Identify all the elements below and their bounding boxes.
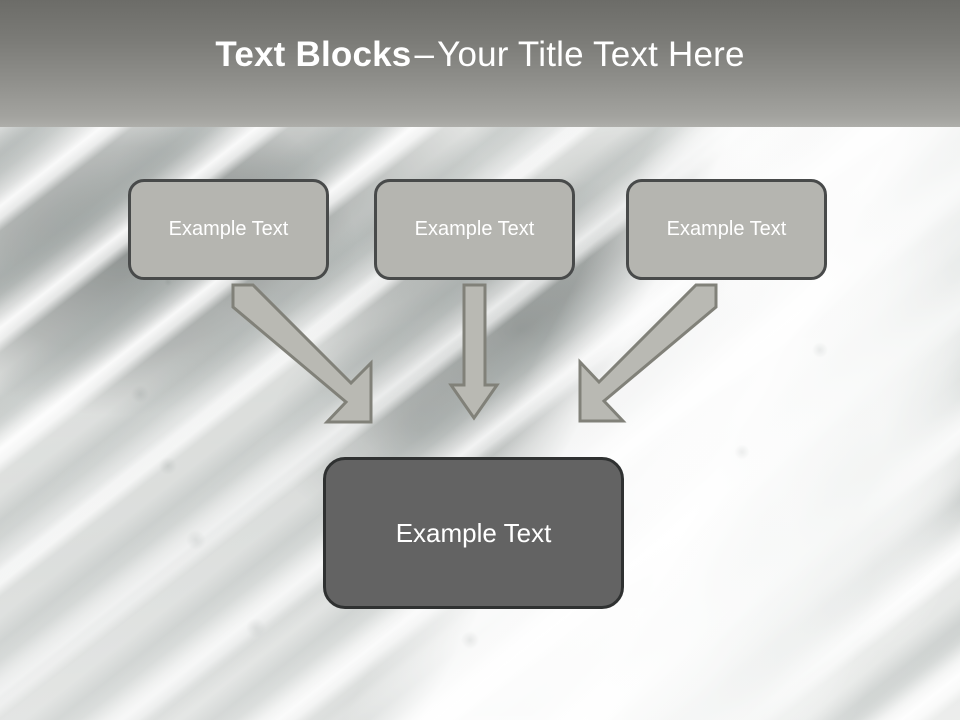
page-title-dash: – <box>414 34 435 74</box>
text-block-3-label: Example Text <box>666 218 787 240</box>
text-block-result-label: Example Text <box>395 517 552 548</box>
page-title-strong: Text Blocks <box>215 34 412 74</box>
page-title-rest: Your Title Text Here <box>437 34 745 74</box>
text-block-1-label: Example Text <box>168 218 289 240</box>
text-block-2[interactable]: Example Text <box>374 179 575 280</box>
arrow-diagonal-down-left <box>578 283 718 423</box>
page-title: Text Blocks – Your Title Text Here <box>0 0 960 127</box>
title-banner <box>0 0 960 127</box>
text-block-2-label: Example Text <box>414 218 535 240</box>
arrow-down <box>448 283 500 421</box>
text-block-3[interactable]: Example Text <box>626 179 827 280</box>
arrow-diagonal-down-right <box>231 283 373 424</box>
text-block-result[interactable]: Example Text <box>323 457 624 609</box>
text-block-1[interactable]: Example Text <box>128 179 329 280</box>
